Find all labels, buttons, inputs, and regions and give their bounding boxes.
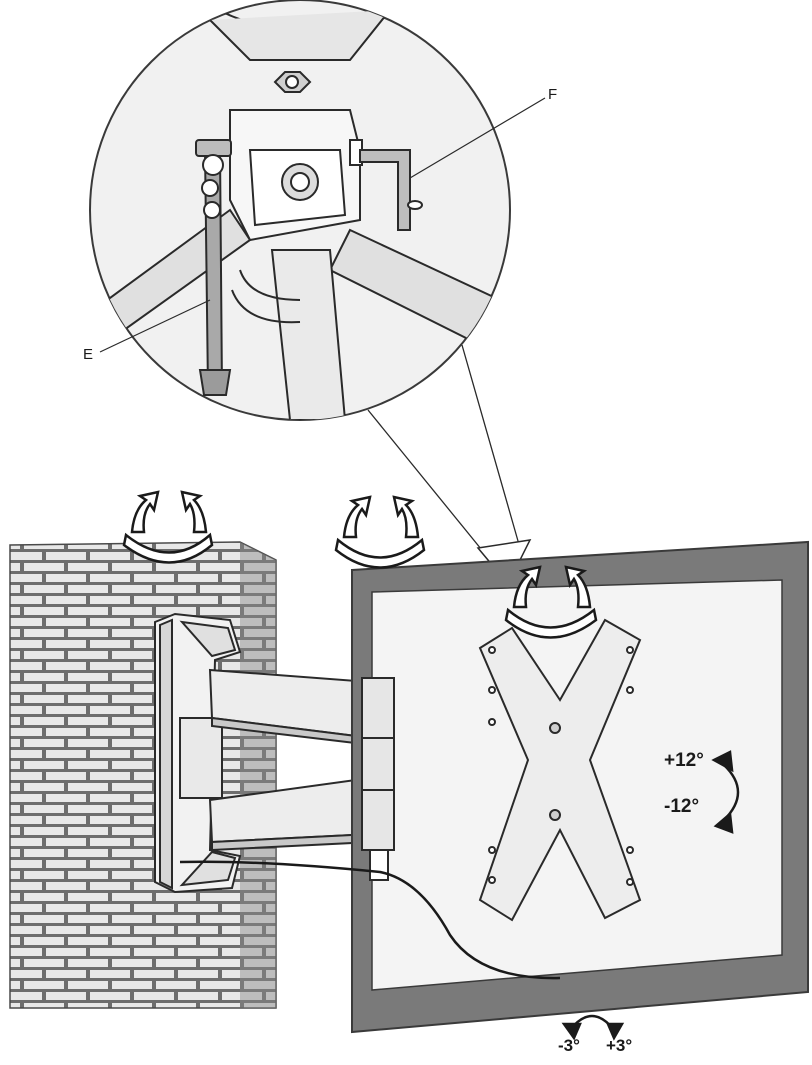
label-level-plus: +3° (606, 1036, 633, 1055)
vesa-mount-plate (361, 618, 642, 922)
label-tilt-up: +12° (664, 750, 704, 771)
label-part-f: F (548, 86, 558, 103)
power-cable (179, 860, 561, 980)
leader-f (409, 97, 546, 179)
leader-e (99, 299, 211, 353)
zoom-callout-lines (367, 344, 521, 561)
label-tilt-down: -12° (664, 796, 700, 817)
label-level-minus: -3° (558, 1036, 580, 1055)
zoom-detail-circle (89, 0, 546, 421)
brick-wall (9, 541, 277, 1009)
tilt-arrow-icon (711, 750, 740, 834)
swivel-arrow-icon-arm (334, 495, 426, 569)
swivel-arrow-icon-tv (504, 565, 598, 639)
label-part-e: E (83, 346, 94, 363)
level-arrow-icon (561, 1014, 625, 1041)
swivel-arrow-icon-wall (122, 490, 214, 564)
